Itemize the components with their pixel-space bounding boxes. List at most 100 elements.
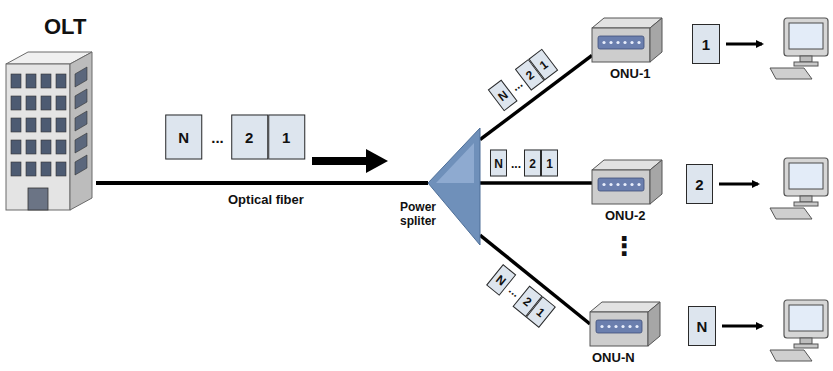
building-window	[11, 118, 21, 132]
building-window	[41, 162, 51, 176]
packet-number: 2	[523, 67, 537, 82]
packet-stream: N... 2 1	[165, 115, 305, 160]
packet-box: N	[688, 306, 716, 346]
onu-device-icon	[592, 160, 662, 204]
building-side-window	[75, 67, 87, 87]
ellipsis-label: ...	[511, 156, 521, 170]
onu-led	[602, 41, 605, 44]
onu-label-holder: ONU-2	[605, 208, 645, 224]
packet-number: 1	[534, 305, 548, 320]
packet-stream: N...21	[488, 49, 559, 112]
building-window	[11, 96, 21, 110]
power-splitter: Power spliter	[428, 128, 480, 245]
building-icon	[4, 50, 96, 210]
building-window	[41, 140, 51, 154]
onu-led	[614, 325, 617, 328]
packet-stream: N...21	[486, 264, 556, 328]
building-window	[56, 118, 66, 132]
onu-side	[650, 18, 662, 62]
packet-box: 1	[268, 115, 305, 160]
onu-front	[590, 312, 648, 346]
building-side	[70, 52, 92, 210]
packet-number: N	[493, 272, 509, 288]
packet-number: 2	[529, 156, 536, 170]
building-side-window	[75, 155, 87, 175]
onu-panel	[596, 320, 642, 333]
output-arrows	[719, 44, 762, 326]
building-window	[56, 140, 66, 154]
onu-panel	[598, 178, 644, 191]
flow-arrow	[312, 149, 388, 173]
computer-icon	[770, 158, 828, 219]
building-window	[11, 140, 21, 154]
onu-led	[609, 41, 612, 44]
node-title: OLT	[4, 14, 96, 40]
onu-node: ONU-N	[590, 302, 660, 346]
building-window	[11, 162, 21, 176]
fiber-connector	[96, 181, 428, 185]
onu-led	[621, 325, 624, 328]
packet-box: N	[490, 150, 507, 177]
fiber-connector	[480, 181, 592, 185]
packet-box: N	[165, 115, 202, 160]
building-window	[56, 74, 66, 88]
label-holder: ⋮	[611, 232, 637, 260]
building-window	[41, 118, 51, 132]
onu-panel	[598, 36, 644, 49]
onu-side	[648, 302, 660, 346]
onu-led	[630, 41, 633, 44]
packet-number: N	[494, 156, 503, 170]
onu-led	[602, 183, 605, 186]
packet-number: N	[697, 318, 708, 335]
packet-number: N	[495, 87, 510, 103]
building-window	[26, 140, 36, 154]
splitter-label: Power spliter	[400, 200, 448, 228]
building-window	[26, 96, 36, 110]
packet-number: N	[178, 129, 189, 146]
onu-node: ONU-1	[592, 18, 662, 62]
onu-node: ONU-2	[592, 160, 662, 204]
packet-box: 1	[692, 24, 720, 64]
onu-label: ONU-2	[605, 208, 645, 224]
olt-node: OLT	[4, 14, 96, 210]
onu-led	[607, 325, 610, 328]
onu-device-icon	[590, 302, 660, 346]
packet-number: 2	[245, 129, 253, 146]
building-window	[26, 162, 36, 176]
packet-box: 2	[524, 150, 541, 177]
onu-label-holder: ONU-1	[610, 66, 650, 82]
building-window	[41, 74, 51, 88]
onu-led	[630, 183, 633, 186]
ellipsis-label: ...	[211, 129, 224, 146]
splitter-highlight	[436, 143, 474, 183]
onu-led	[628, 325, 631, 328]
computer-icon	[770, 18, 828, 79]
onu-led	[616, 41, 619, 44]
building-window	[11, 74, 21, 88]
onu-front	[592, 170, 650, 204]
packet-number: 1	[702, 36, 710, 53]
onu-label: ONU-1	[610, 66, 650, 82]
building-side-window	[75, 111, 87, 131]
building-window	[41, 96, 51, 110]
onu-led	[637, 41, 640, 44]
building-window	[26, 74, 36, 88]
splitter-label-holder: Power spliter	[400, 200, 448, 228]
onu-device-icon	[592, 18, 662, 62]
packet-stream: N...21	[490, 150, 558, 177]
building-window	[56, 96, 66, 110]
packet-number: 1	[282, 129, 290, 146]
computer-icon	[770, 300, 828, 361]
packet-box: 2	[686, 164, 713, 204]
onu-led	[637, 183, 640, 186]
building-window	[26, 118, 36, 132]
onu-led	[616, 183, 619, 186]
onu-led	[635, 325, 638, 328]
packet-number: 2	[695, 176, 703, 193]
building-side-window	[75, 133, 87, 153]
building-side-window	[75, 89, 87, 109]
packet-number: 1	[536, 57, 550, 72]
label-holder: Optical fiber	[228, 192, 304, 207]
building-front	[6, 64, 70, 210]
